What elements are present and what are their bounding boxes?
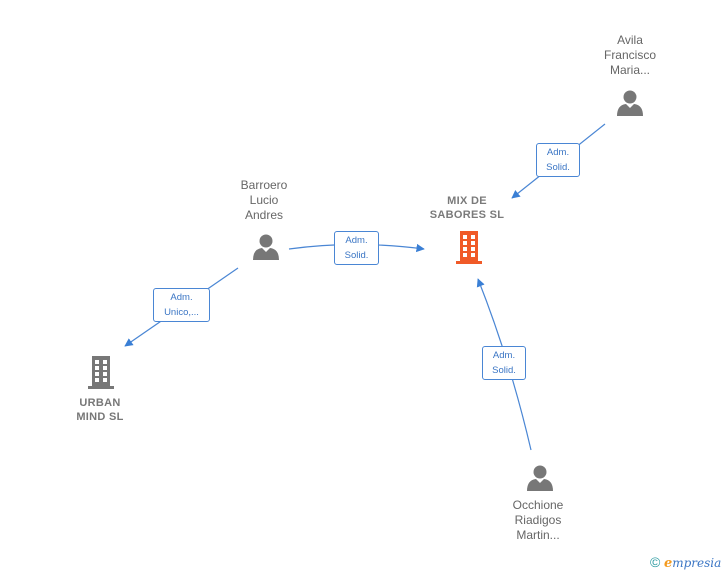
company-name-line: MIND SL: [76, 411, 124, 423]
person-label-barroero[interactable]: Barroero Lucio Andres: [228, 178, 300, 223]
company-name-line: URBAN: [79, 397, 121, 409]
person-name-line: Barroero: [240, 178, 288, 192]
person-name-line: Maria...: [609, 63, 650, 77]
edge-label-barroero-to-urban[interactable]: Adm. Unico,...: [153, 288, 210, 322]
empresia-logo: © empresia: [650, 554, 721, 571]
building-icon[interactable]: [85, 354, 117, 390]
person-icon[interactable]: [525, 464, 555, 492]
person-name-line: Andres: [244, 208, 284, 222]
edge-label-line: Solid.: [492, 365, 516, 376]
copyright-symbol: ©: [650, 554, 661, 570]
edge-label-line: Adm.: [345, 235, 368, 246]
company-label-mix-de-sabores[interactable]: MIX DE SABORES SL: [415, 194, 519, 222]
company-label-urban-mind[interactable]: URBAN MIND SL: [60, 396, 140, 424]
edge-label-line: Solid.: [344, 250, 369, 261]
person-name-line: Martin...: [516, 528, 560, 542]
edge-label-avila-to-mix[interactable]: Adm. Solid.: [536, 143, 580, 177]
person-name-line: Francisco: [603, 48, 656, 62]
building-icon[interactable]: [453, 229, 485, 265]
person-icon[interactable]: [615, 89, 645, 117]
person-name-line: Riadigos: [514, 513, 562, 527]
person-name-line: Lucio: [249, 193, 279, 207]
edge-label-line: Unico,...: [164, 307, 199, 318]
person-name-line: Avila: [617, 33, 643, 47]
edge-label-occhione-to-mix[interactable]: Adm. Solid.: [482, 346, 526, 380]
brand-initial: e: [663, 556, 673, 571]
edge-label-barroero-to-mix[interactable]: Adm. Solid.: [334, 231, 379, 265]
person-icon[interactable]: [251, 233, 281, 261]
company-name-line: MIX DE: [447, 195, 487, 207]
person-label-avila[interactable]: Avila Francisco Maria...: [595, 33, 665, 78]
edge-label-line: Adm.: [170, 292, 193, 303]
edge-label-line: Adm.: [492, 350, 516, 361]
brand-name: mpresia: [672, 556, 722, 570]
person-name-line: Occhione: [512, 498, 564, 512]
edge-label-line: Adm.: [546, 147, 570, 158]
company-name-line: SABORES SL: [429, 209, 505, 221]
person-label-occhione[interactable]: Occhione Riadigos Martin...: [500, 498, 576, 543]
edge-label-line: Solid.: [546, 162, 570, 173]
